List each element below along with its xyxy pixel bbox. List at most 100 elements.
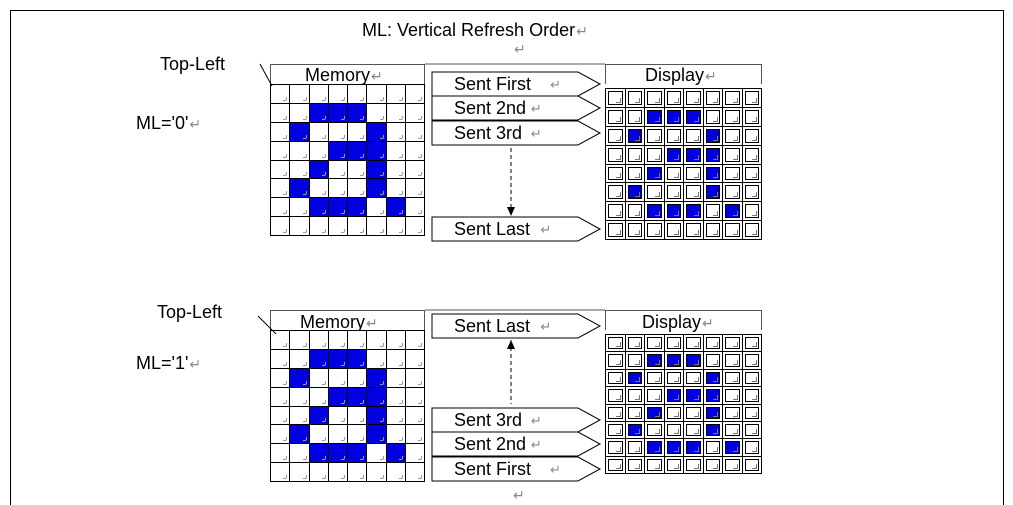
display-pixel bbox=[664, 352, 683, 369]
arrow-0-1-shape bbox=[431, 95, 602, 121]
display-pixel bbox=[625, 439, 644, 456]
display-pixel bbox=[723, 352, 742, 369]
memory-pixel bbox=[309, 387, 328, 406]
display-pixel bbox=[742, 404, 761, 421]
memory-pixel bbox=[271, 387, 290, 406]
display-pixel bbox=[664, 183, 683, 202]
memory-pixel bbox=[386, 444, 405, 463]
memory-pixel bbox=[386, 141, 405, 160]
memory-pixel bbox=[348, 425, 367, 444]
memory-pixel bbox=[405, 103, 424, 122]
display-pixel bbox=[625, 183, 644, 202]
memory-pixel bbox=[348, 406, 367, 425]
display-pixel bbox=[625, 202, 644, 221]
memory-pixel bbox=[405, 368, 424, 387]
arrow-1-2-return-mark: ↵ bbox=[531, 437, 542, 452]
arrow-1-2-shape bbox=[431, 431, 602, 457]
memory-pixel bbox=[271, 463, 290, 481]
display-pixel bbox=[625, 145, 644, 164]
memory-pixel bbox=[367, 160, 386, 179]
memory-pixel bbox=[386, 387, 405, 406]
memory-pixel bbox=[309, 444, 328, 463]
display-pixel bbox=[625, 335, 644, 352]
display-pixel bbox=[625, 369, 644, 387]
memory-pixel bbox=[328, 85, 347, 103]
sequence-connector-1-head bbox=[507, 340, 515, 349]
memory-pixel bbox=[309, 368, 328, 387]
arrow-1-2-label: Sent 2nd bbox=[454, 434, 526, 454]
display-pixel bbox=[742, 89, 761, 107]
memory-label-0: Memory↵ bbox=[305, 65, 383, 85]
memory-pixel bbox=[405, 406, 424, 425]
display-pixel bbox=[723, 89, 742, 107]
display-pixel bbox=[625, 352, 644, 369]
memory-pixel bbox=[309, 349, 328, 368]
memory-pixel bbox=[386, 349, 405, 368]
display-pixel bbox=[645, 89, 664, 107]
memory-pixel bbox=[386, 406, 405, 425]
memory-pixel bbox=[271, 217, 290, 235]
memory-pixel bbox=[328, 406, 347, 425]
memory-pixel bbox=[405, 179, 424, 198]
frame-right-border bbox=[1003, 10, 1004, 505]
memory-pixel bbox=[309, 198, 328, 217]
top-left-leader-1 bbox=[257, 315, 277, 335]
memory-pixel bbox=[290, 406, 309, 425]
display-pixel bbox=[703, 421, 722, 439]
arrow-1-0-label: Sent Last bbox=[454, 316, 530, 336]
display-pixel bbox=[645, 439, 664, 456]
diagram-title: ML: Vertical Refresh Order↵ bbox=[362, 20, 588, 40]
memory-pixel bbox=[367, 425, 386, 444]
memory-pixel bbox=[290, 122, 309, 141]
memory-pixel bbox=[367, 349, 386, 368]
display-pixel bbox=[703, 352, 722, 369]
arrow-0-0-return-mark: ↵ bbox=[550, 77, 561, 92]
display-pixel bbox=[625, 126, 644, 145]
display-pixel bbox=[606, 164, 625, 183]
memory-pixel bbox=[290, 103, 309, 122]
memory-pixel bbox=[386, 160, 405, 179]
display-pixel bbox=[703, 335, 722, 352]
display-grid-0 bbox=[605, 88, 762, 240]
memory-pixel bbox=[348, 160, 367, 179]
arrow-0-3-shape bbox=[431, 216, 602, 242]
display-pixel bbox=[723, 439, 742, 456]
memory-pixel bbox=[328, 160, 347, 179]
display-pixel bbox=[703, 164, 722, 183]
memory-pixel bbox=[309, 85, 328, 103]
top-left-leader-0 bbox=[259, 63, 273, 87]
memory-pixel bbox=[348, 349, 367, 368]
memory-pixel bbox=[367, 387, 386, 406]
display-pixel bbox=[684, 89, 703, 107]
memory-pixel bbox=[328, 141, 347, 160]
display-pixel bbox=[684, 221, 703, 239]
memory-pixel bbox=[290, 85, 309, 103]
memory-pixel bbox=[328, 179, 347, 198]
memory-pixel bbox=[309, 217, 328, 235]
display-pixel bbox=[606, 439, 625, 456]
display-pixel bbox=[684, 164, 703, 183]
memory-pixel bbox=[386, 198, 405, 217]
memory-pixel bbox=[271, 406, 290, 425]
return-mark-bottom: ↵ bbox=[513, 487, 525, 503]
arrow-0-1-return-mark: ↵ bbox=[531, 101, 542, 116]
arrow-0-2-return-mark: ↵ bbox=[531, 126, 542, 141]
display-pixel bbox=[606, 352, 625, 369]
memory-pixel bbox=[405, 160, 424, 179]
display-pixel bbox=[703, 89, 722, 107]
arrow-1-0-shape bbox=[431, 313, 602, 339]
display-pixel bbox=[606, 107, 625, 126]
memory-pixel bbox=[328, 444, 347, 463]
memory-pixel bbox=[348, 387, 367, 406]
memory-pixel bbox=[290, 387, 309, 406]
arrow-0-2-shape bbox=[431, 120, 602, 146]
memory-pixel bbox=[309, 141, 328, 160]
display-pixel bbox=[723, 183, 742, 202]
display-pixel bbox=[703, 387, 722, 404]
display-label-0: Display↵ bbox=[645, 65, 717, 85]
display-pixel bbox=[625, 89, 644, 107]
arrow-1-3-label: Sent First bbox=[454, 459, 531, 479]
memory-pixel bbox=[328, 425, 347, 444]
display-pixel bbox=[684, 145, 703, 164]
